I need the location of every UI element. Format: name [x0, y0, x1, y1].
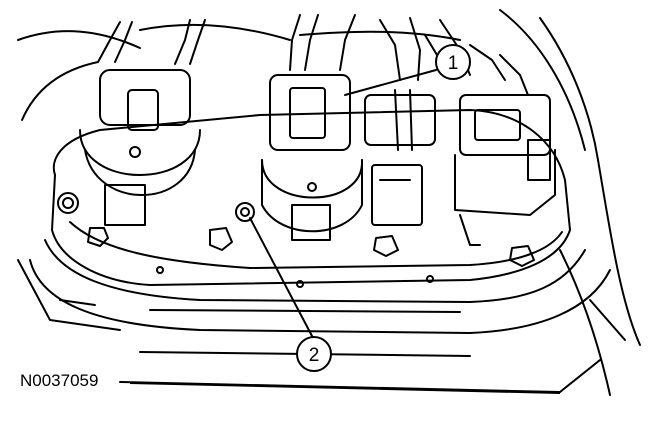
background-bodywork — [17, 9, 641, 396]
left-connector — [79, 69, 201, 226]
figure-id-rule — [129, 382, 561, 394]
wiring-harness — [97, 14, 529, 151]
middle-small-connector — [364, 94, 436, 226]
callout-2-number: 2 — [309, 345, 320, 366]
callout-1: 1 — [435, 44, 471, 80]
figure-id-label: N0037059 — [20, 371, 99, 390]
mounting-studs — [57, 192, 535, 288]
callout-2: 2 — [296, 336, 332, 372]
right-connector — [454, 94, 556, 246]
callout-1-number: 1 — [448, 53, 459, 74]
center-connector — [261, 74, 364, 241]
callout-1-leader — [344, 69, 437, 96]
callout-2-leader — [249, 217, 313, 337]
